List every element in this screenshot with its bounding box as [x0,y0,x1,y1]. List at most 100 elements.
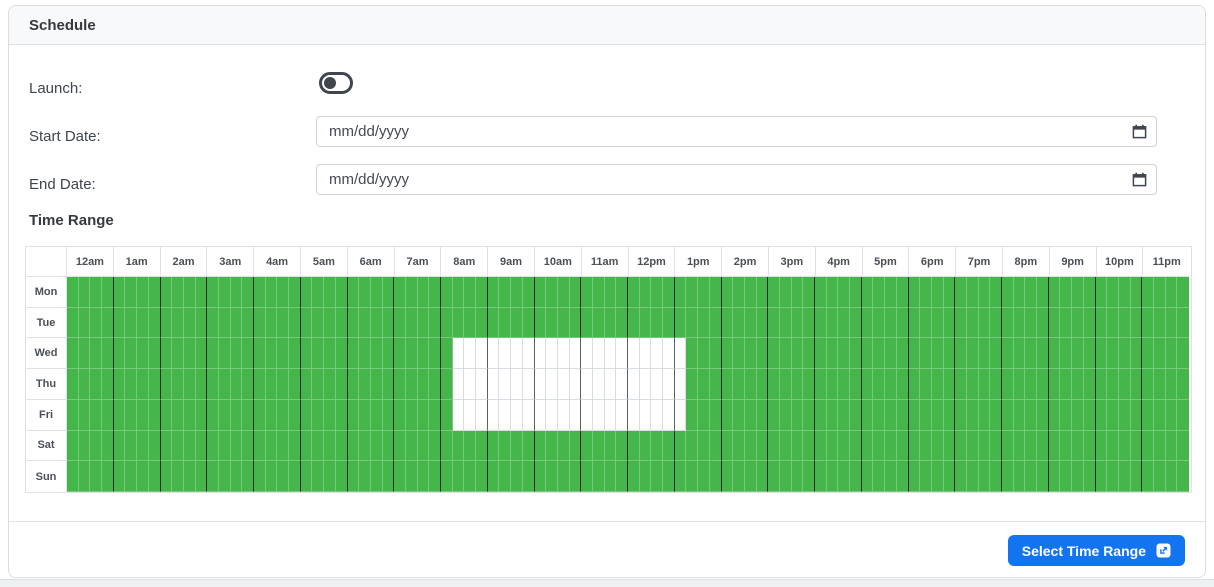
time-slot[interactable] [955,369,967,400]
time-slot[interactable] [1107,307,1119,339]
time-slot[interactable] [791,369,804,400]
time-slot[interactable] [592,369,605,400]
time-slot[interactable] [1095,399,1108,431]
time-slot[interactable] [1013,399,1026,431]
time-slot[interactable] [733,277,745,308]
time-slot[interactable] [417,430,430,462]
time-slot[interactable] [885,338,897,370]
time-slot[interactable] [557,430,570,462]
time-slot[interactable] [137,369,149,400]
time-slot[interactable] [394,338,406,370]
time-slot[interactable] [592,338,605,370]
time-slot[interactable] [674,430,687,462]
time-slot[interactable] [733,399,745,431]
time-slot[interactable] [1142,399,1154,431]
time-slot[interactable] [838,277,851,308]
time-slot[interactable] [1153,277,1166,308]
time-slot[interactable] [1048,307,1061,339]
time-slot[interactable] [861,277,874,308]
time-slot[interactable] [394,277,406,308]
time-slot[interactable] [78,399,91,431]
time-slot[interactable] [873,369,886,400]
time-slot[interactable] [1130,277,1143,308]
time-slot[interactable] [978,461,991,492]
time-slot[interactable] [277,338,290,370]
time-slot[interactable] [978,399,991,431]
time-slot[interactable] [873,399,886,431]
time-slot[interactable] [125,369,138,400]
time-slot[interactable] [1177,461,1189,492]
time-slot[interactable] [277,399,290,431]
time-slot[interactable] [908,277,921,308]
time-slot[interactable] [744,399,757,431]
time-slot[interactable] [920,307,932,339]
time-slot[interactable] [686,399,699,431]
time-slot[interactable] [686,430,699,462]
time-slot[interactable] [768,430,780,462]
time-slot[interactable] [861,461,874,492]
time-slot[interactable] [592,277,605,308]
time-slot[interactable] [1002,338,1014,370]
time-slot[interactable] [873,277,886,308]
time-slot[interactable] [651,399,664,431]
time-slot[interactable] [160,369,173,400]
time-slot[interactable] [779,307,792,339]
time-slot[interactable] [394,430,406,462]
time-slot[interactable] [756,369,769,400]
time-slot[interactable] [756,399,769,431]
time-slot[interactable] [557,307,570,339]
launch-toggle[interactable] [319,72,353,94]
time-slot[interactable] [370,461,383,492]
time-slot[interactable] [534,461,547,492]
time-slot[interactable] [265,461,278,492]
time-slot[interactable] [160,430,173,462]
time-slot[interactable] [405,307,418,339]
time-slot[interactable] [721,461,734,492]
time-slot[interactable] [628,338,640,370]
time-slot[interactable] [102,338,114,370]
time-slot[interactable] [405,277,418,308]
time-slot[interactable] [639,430,652,462]
time-slot[interactable] [1083,277,1096,308]
time-slot[interactable] [137,307,149,339]
time-slot[interactable] [1060,307,1073,339]
time-slot[interactable] [148,338,161,370]
time-slot[interactable] [417,277,430,308]
time-slot[interactable] [183,277,196,308]
time-slot[interactable] [359,338,371,370]
time-slot[interactable] [289,369,301,400]
time-slot[interactable] [1142,277,1154,308]
time-slot[interactable] [382,277,395,308]
time-slot[interactable] [850,430,862,462]
time-slot[interactable] [417,338,430,370]
time-slot[interactable] [815,399,827,431]
time-slot[interactable] [452,277,465,308]
time-slot[interactable] [1083,338,1096,370]
time-slot[interactable] [990,338,1002,370]
time-slot[interactable] [172,338,184,370]
time-slot[interactable] [943,461,956,492]
time-slot[interactable] [102,369,114,400]
time-slot[interactable] [663,307,675,339]
time-slot[interactable] [709,399,722,431]
time-slot[interactable] [803,461,815,492]
time-slot[interactable] [733,461,745,492]
time-slot[interactable] [1060,338,1073,370]
time-slot[interactable] [569,369,582,400]
time-slot[interactable] [791,461,804,492]
time-slot[interactable] [312,369,325,400]
time-slot[interactable] [218,430,231,462]
time-slot[interactable] [207,338,219,370]
time-slot[interactable] [990,430,1002,462]
time-slot[interactable] [183,461,196,492]
time-slot[interactable] [1048,369,1061,400]
time-slot[interactable] [382,307,395,339]
time-slot[interactable] [277,430,290,462]
time-slot[interactable] [499,307,512,339]
time-slot[interactable] [1095,430,1108,462]
time-slot[interactable] [335,277,348,308]
time-slot[interactable] [394,461,406,492]
time-slot[interactable] [218,307,231,339]
time-slot[interactable] [709,369,722,400]
time-slot[interactable] [1153,307,1166,339]
